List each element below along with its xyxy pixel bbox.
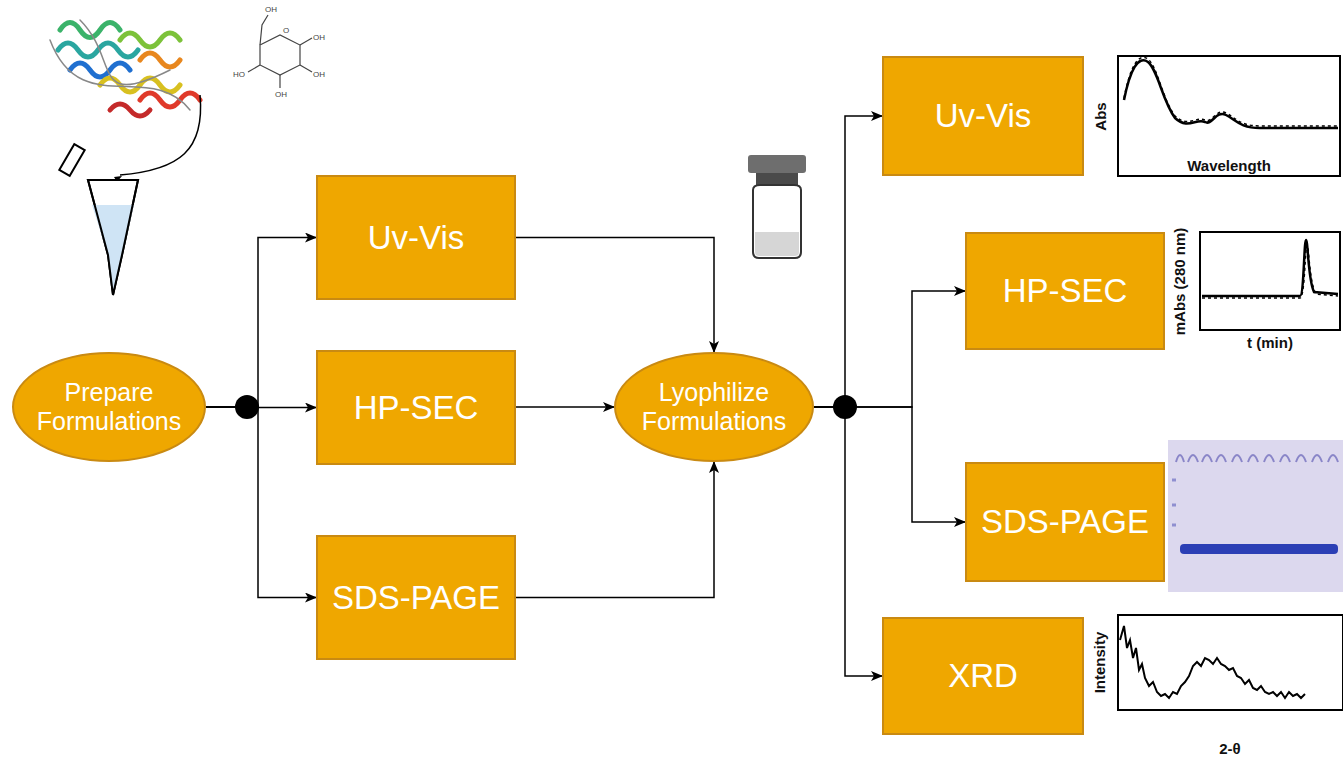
process-box: Uv-Vis (882, 56, 1084, 176)
svg-text:OH: OH (313, 33, 325, 42)
node-label: Prepare Formulations (34, 378, 184, 436)
flow-arrow (516, 406, 614, 408)
flow-arrow (814, 407, 965, 522)
axis-label: Wavelength (1187, 157, 1271, 174)
glucose-structure: OH OH OH OH HO O (233, 5, 325, 99)
process-box: HP-SEC (965, 232, 1165, 350)
svg-text:OH: OH (313, 70, 325, 79)
flow-arrow (814, 116, 882, 407)
axis-label: mAbs (280 nm) (1172, 227, 1189, 335)
process-box: Uv-Vis (316, 175, 516, 300)
uvvis-chart (1118, 56, 1340, 176)
node-label: HP-SEC (354, 389, 479, 427)
process-box: HP-SEC (316, 350, 516, 465)
flow-arrow (516, 238, 714, 353)
flow-arrow (206, 407, 316, 598)
start-ellipse: Prepare Formulations (12, 352, 206, 462)
tube-illustration (59, 95, 200, 295)
axis-label: 2-θ (1219, 740, 1240, 757)
process-ellipse: Lyophilize Formulations (614, 352, 814, 462)
node-label: HP-SEC (1003, 272, 1128, 310)
node-label: Uv-Vis (368, 219, 465, 257)
xrd-chart (1118, 615, 1343, 710)
svg-text:OH: OH (265, 5, 277, 14)
axis-label: t (min) (1247, 334, 1293, 351)
axis-label: Intensity (1092, 631, 1109, 693)
node-label: XRD (948, 657, 1018, 695)
flow-arrow (814, 407, 882, 676)
protein-illustration (50, 20, 200, 116)
flow-arrow (814, 291, 965, 407)
flow-arrow (516, 462, 714, 598)
node-label: SDS-PAGE (332, 579, 500, 617)
gel-image (1168, 440, 1343, 592)
node-label: Lyophilize Formulations (634, 378, 794, 436)
svg-text:HO: HO (233, 70, 245, 79)
hpsec-chart (1200, 232, 1340, 330)
process-box: XRD (882, 617, 1084, 735)
axis-label: Abs (1092, 102, 1109, 130)
svg-text:O: O (283, 26, 289, 35)
node-label: Uv-Vis (935, 97, 1032, 135)
process-box: SDS-PAGE (965, 462, 1165, 582)
vial-illustration (748, 155, 806, 258)
process-box: SDS-PAGE (316, 535, 516, 660)
node-label: SDS-PAGE (981, 503, 1149, 541)
flow-arrow (206, 238, 316, 408)
svg-text:OH: OH (275, 90, 287, 99)
